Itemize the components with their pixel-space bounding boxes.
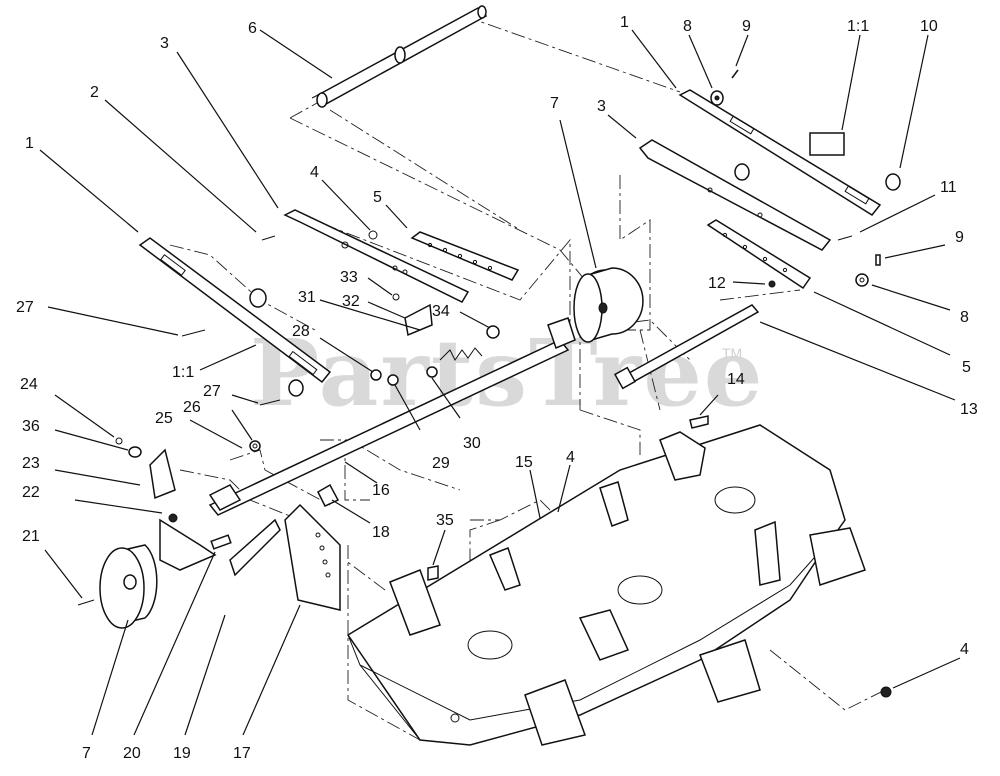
callout-13: 13 <box>960 401 978 418</box>
callout-4-bottom: 4 <box>960 641 969 658</box>
bracket-assembly-left <box>149 448 341 611</box>
callout-7-right: 7 <box>550 95 559 112</box>
callout-3-right: 3 <box>597 98 606 115</box>
shaft-part-6 <box>311 5 488 108</box>
plate-part-5-right <box>706 219 812 290</box>
callout-9-right: 9 <box>955 229 964 246</box>
callout-9-top: 9 <box>742 18 751 35</box>
callout-24: 24 <box>20 376 38 393</box>
callout-23: 23 <box>22 455 40 472</box>
callout-28: 28 <box>292 323 310 340</box>
callout-12: 12 <box>708 275 726 292</box>
callout-21: 21 <box>22 528 40 545</box>
callout-19: 19 <box>173 745 191 762</box>
wheel-part-7-left <box>99 544 158 629</box>
callout-26: 26 <box>183 399 201 416</box>
callout-31: 31 <box>298 289 316 306</box>
callout-1-right: 1 <box>620 14 629 31</box>
callout-25: 25 <box>155 410 173 427</box>
leader-lines <box>39 29 961 736</box>
callout-11: 11 <box>940 179 957 196</box>
callout-27-left: 27 <box>16 299 34 316</box>
callout-29: 29 <box>432 455 450 472</box>
scale-note-right: 1:1 <box>847 18 869 35</box>
callout-2: 2 <box>90 84 99 101</box>
mower-deck <box>346 424 866 746</box>
scale-note-left: 1:1 <box>172 364 194 381</box>
callout-16: 16 <box>372 482 390 499</box>
callout-18: 18 <box>372 524 390 541</box>
callout-17: 17 <box>233 745 251 762</box>
callout-22: 22 <box>22 484 40 501</box>
callout-14: 14 <box>727 371 745 388</box>
callout-7-left: 7 <box>82 745 91 762</box>
phantom-lines <box>169 17 886 741</box>
callout-labels: 6 3 2 1 4 5 7 1 8 9 1:1 10 3 11 9 12 8 5… <box>16 14 978 762</box>
callout-32: 32 <box>342 293 360 310</box>
watermark-trademark: TM <box>722 345 742 361</box>
callout-36: 36 <box>22 418 40 435</box>
callout-35: 35 <box>436 512 454 529</box>
callout-34: 34 <box>432 303 450 320</box>
callout-8-top: 8 <box>683 18 692 35</box>
callout-5-left: 5 <box>373 189 382 206</box>
callout-1-left: 1 <box>25 135 34 152</box>
callout-27-center: 27 <box>203 383 221 400</box>
arm-part-1-left <box>138 237 332 384</box>
hardware-right <box>710 69 901 288</box>
callout-6: 6 <box>248 20 257 37</box>
callout-15: 15 <box>515 454 533 471</box>
plate-part-5-left <box>410 231 520 281</box>
callout-10: 10 <box>920 18 938 35</box>
axle-part-13 <box>613 304 760 390</box>
callout-8-right: 8 <box>960 309 969 326</box>
callout-5-right: 5 <box>962 359 971 376</box>
callout-3-left: 3 <box>160 35 169 52</box>
lever-part-3-right <box>638 139 832 251</box>
arm-part-1-right <box>678 89 882 216</box>
callout-20: 20 <box>123 745 141 762</box>
wheel-part-7-right <box>573 267 644 343</box>
lever-part-3-left <box>283 209 470 303</box>
callout-4-top: 4 <box>310 164 319 181</box>
callout-4-center: 4 <box>566 449 575 466</box>
callout-33: 33 <box>340 269 358 286</box>
callout-30: 30 <box>463 435 481 452</box>
